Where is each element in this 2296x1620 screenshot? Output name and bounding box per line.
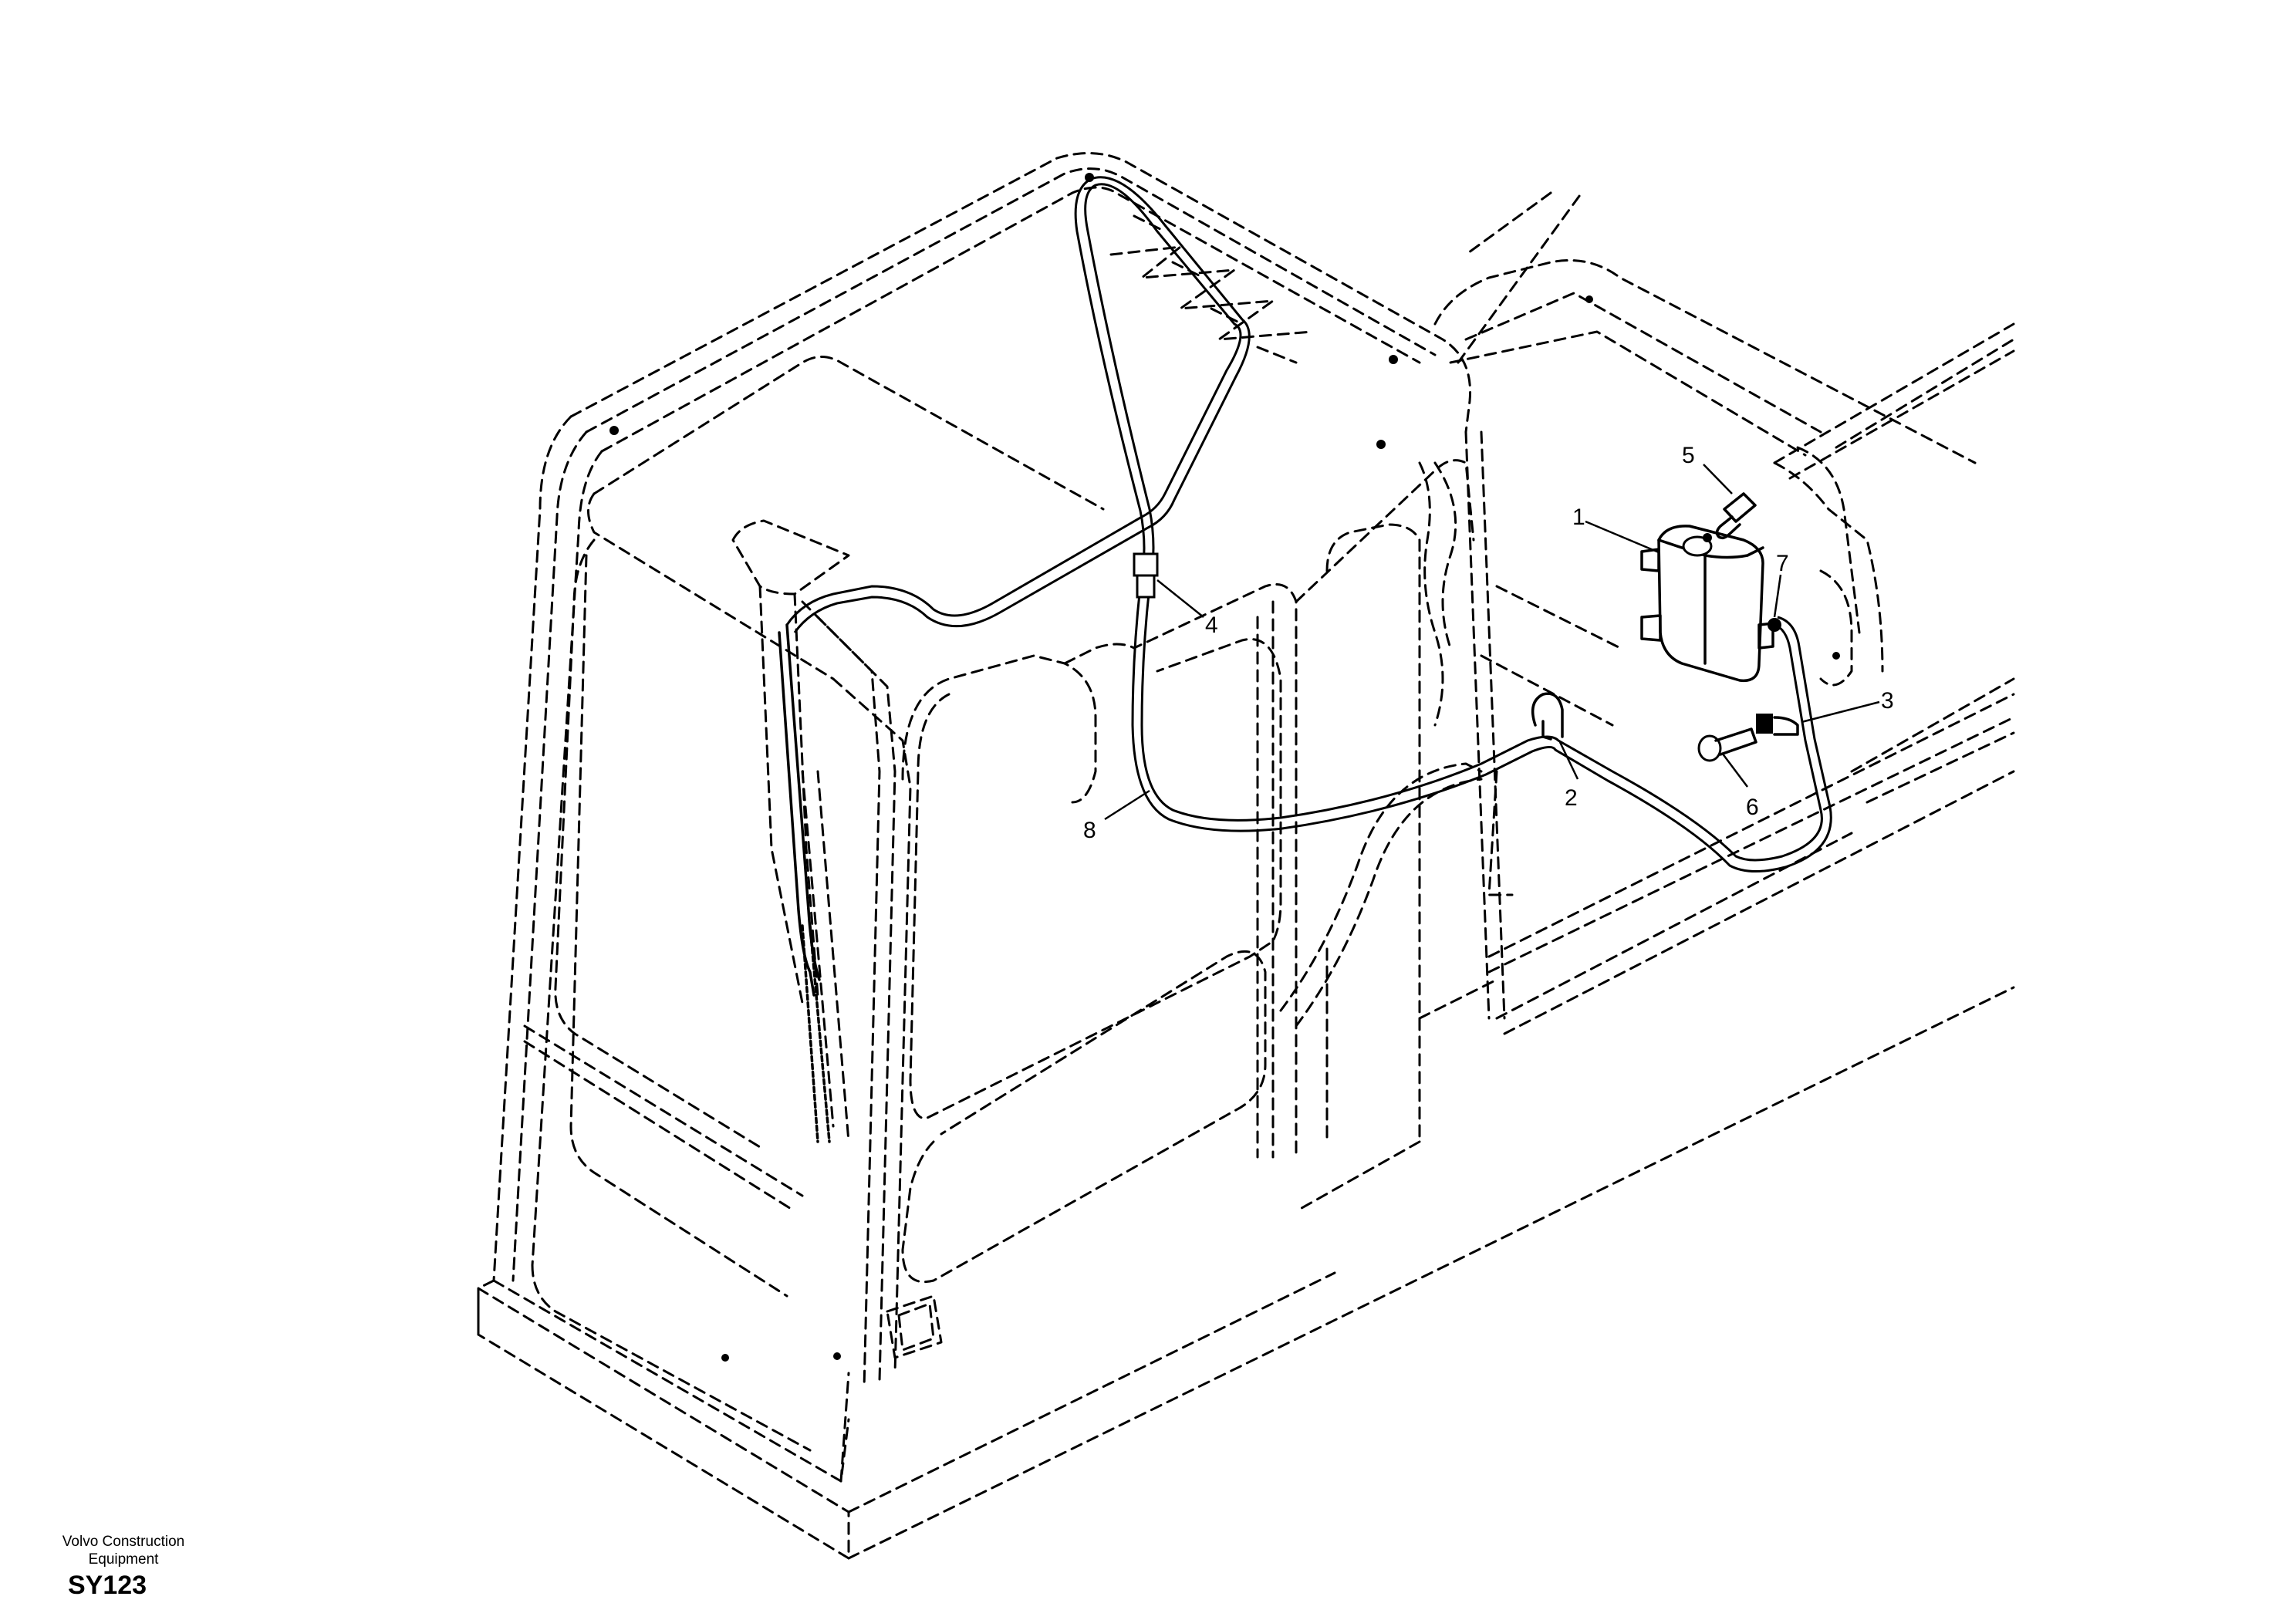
washer-tank	[1640, 525, 1774, 683]
hose-clamp	[1531, 692, 1564, 741]
wiper-arm	[778, 623, 831, 1143]
plug-7	[1768, 618, 1781, 632]
callout-2: 2	[1565, 785, 1578, 811]
callout-8: 8	[1083, 818, 1096, 843]
check-valve	[1133, 552, 1159, 599]
washer-hose	[785, 176, 1832, 873]
callout-7: 7	[1776, 551, 1789, 576]
cab-outline	[477, 152, 2015, 1560]
clamp-3	[1756, 714, 1799, 736]
brand-label: Volvo Construction Equipment	[31, 1533, 216, 1568]
brand-line-1: Volvo Construction	[62, 1534, 185, 1550]
callout-1: 1	[1572, 505, 1585, 530]
callout-5: 5	[1682, 443, 1695, 468]
leader-lines	[1104, 464, 1880, 821]
callout-labels: 1 2 3 4 5 6 7 8	[1083, 443, 1894, 843]
callout-6: 6	[1746, 795, 1759, 820]
bolt-5	[1715, 492, 1757, 540]
callout-3: 3	[1881, 688, 1894, 714]
bolt-6	[1697, 727, 1757, 762]
diagram-code: SY123	[68, 1571, 147, 1600]
brand-line-2: Equipment	[88, 1551, 159, 1568]
callout-4: 4	[1205, 613, 1218, 638]
